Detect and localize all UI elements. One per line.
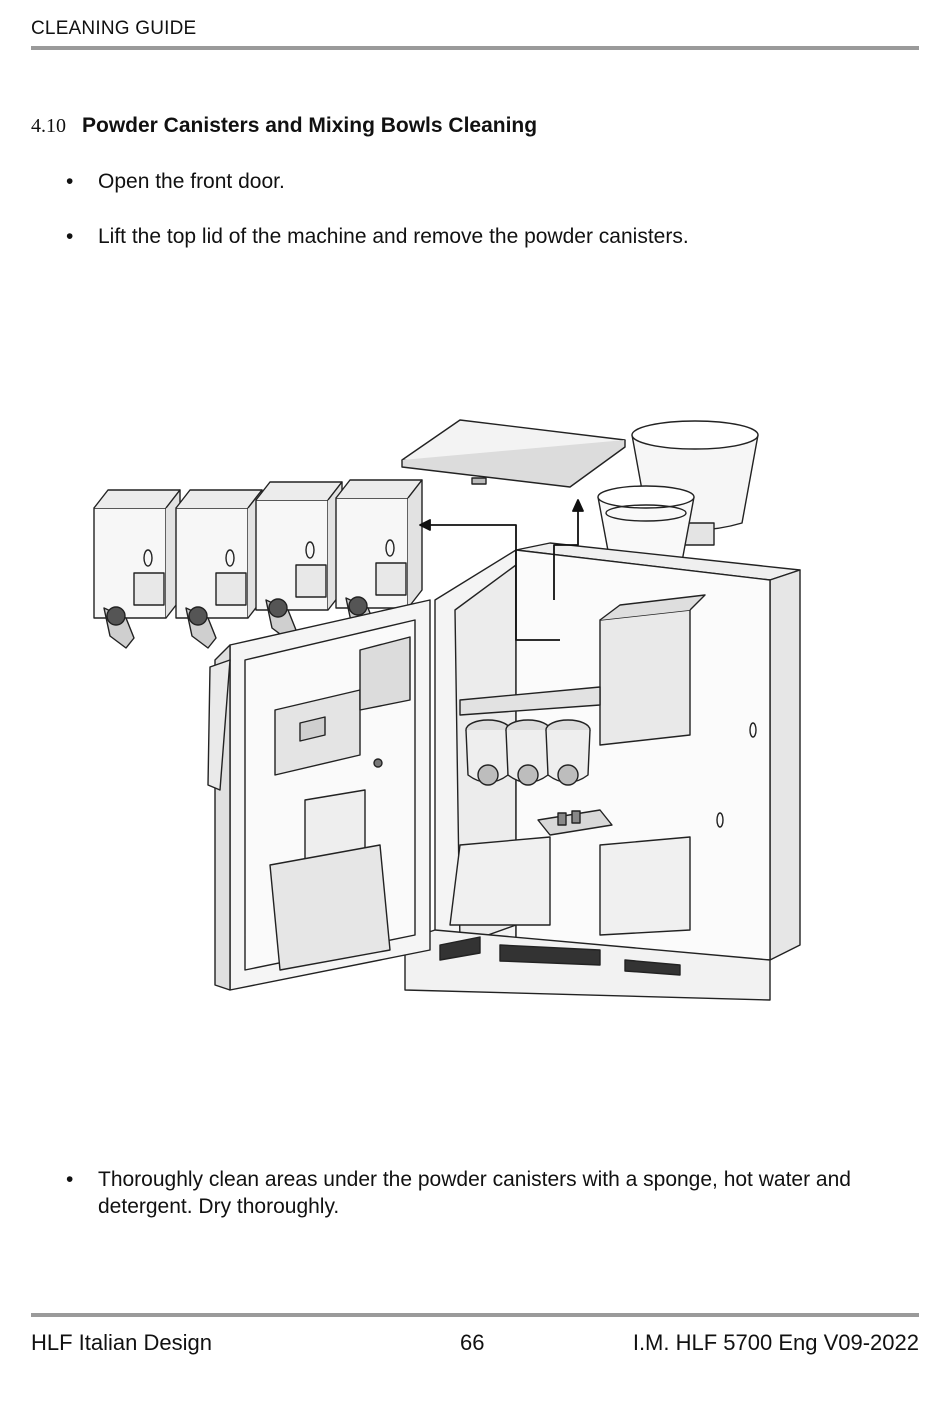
machine-illustration — [93, 419, 801, 1001]
top-lid — [401, 419, 626, 488]
section-heading: 4.10 Powder Canisters and Mixing Bowls Cl… — [31, 114, 537, 138]
canister — [255, 481, 343, 641]
bullet-item: • Thoroughly clean areas under the powde… — [66, 1166, 921, 1220]
header-rule — [31, 46, 919, 50]
bullet-text: Open the front door. — [98, 170, 285, 193]
page-number: 66 — [460, 1330, 485, 1355]
footer-rule — [31, 1313, 919, 1317]
bullet-text: Thoroughly clean areas under the powder … — [98, 1168, 851, 1218]
header-title: CLEANING GUIDE — [31, 18, 197, 39]
powder-canisters — [93, 479, 423, 649]
bullet-icon: • — [66, 1168, 74, 1191]
canister — [93, 489, 181, 649]
bullet-text: Lift the top lid of the machine and remo… — [98, 225, 689, 248]
bullet-item: • Lift the top lid of the machine and re… — [66, 223, 921, 250]
front-door — [207, 599, 431, 991]
mixing-bowls — [465, 719, 591, 786]
bullet-icon: • — [66, 225, 74, 248]
bullet-icon: • — [66, 170, 74, 193]
footer-brand: HLF Italian Design — [31, 1330, 212, 1355]
bullet-item: • Open the front door. — [66, 168, 921, 195]
canister — [335, 479, 423, 639]
direction-arrows — [419, 499, 584, 641]
document-version: I.M. HLF 5700 Eng V09-2022 — [632, 1330, 919, 1355]
machine-body — [404, 542, 801, 1001]
canister — [175, 489, 263, 649]
section-title: Powder Canisters and Mixing Bowls Cleani… — [82, 114, 538, 137]
section-number: 4.10 — [31, 115, 66, 137]
